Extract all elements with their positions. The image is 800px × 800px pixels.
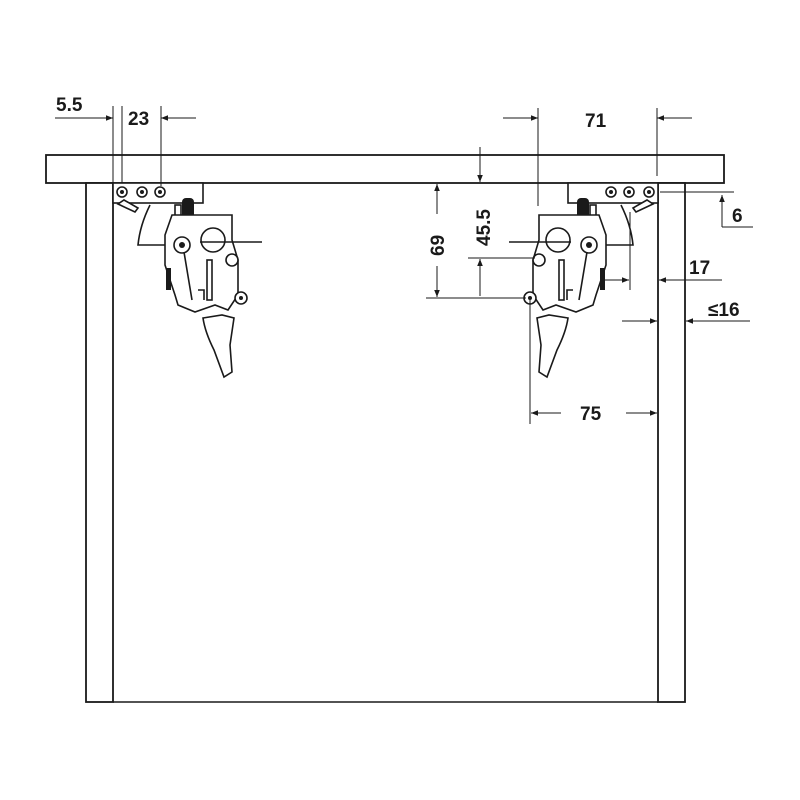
- dim-label-45-5: 45.5: [474, 209, 495, 246]
- right-hinge: [508, 182, 659, 378]
- dim-6: 6: [660, 191, 753, 228]
- right-side-panel: [657, 182, 686, 703]
- dim-45-5: 45.5: [468, 147, 535, 296]
- dim-label-6: 6: [732, 206, 743, 227]
- dim-71: 71: [503, 108, 692, 206]
- top-panel: [45, 154, 725, 184]
- dim-17: 17: [605, 212, 722, 290]
- left-hinge: [112, 182, 263, 378]
- dim-23: 23: [128, 106, 196, 186]
- dim-75: 75: [529, 300, 657, 425]
- dim-label-17: 17: [689, 258, 710, 279]
- dim-69: 69: [426, 184, 526, 299]
- dim-label-69: 69: [428, 235, 449, 256]
- dim-label-71: 71: [585, 111, 607, 132]
- left-side-panel: [85, 182, 114, 703]
- dim-label-5-5: 5.5: [56, 95, 83, 116]
- dim-label-23: 23: [128, 109, 149, 130]
- dim-5-5: 5.5: [55, 95, 123, 183]
- dim-16: ≤16: [622, 300, 750, 324]
- dim-label-16: ≤16: [708, 300, 740, 321]
- dim-label-75: 75: [580, 404, 602, 425]
